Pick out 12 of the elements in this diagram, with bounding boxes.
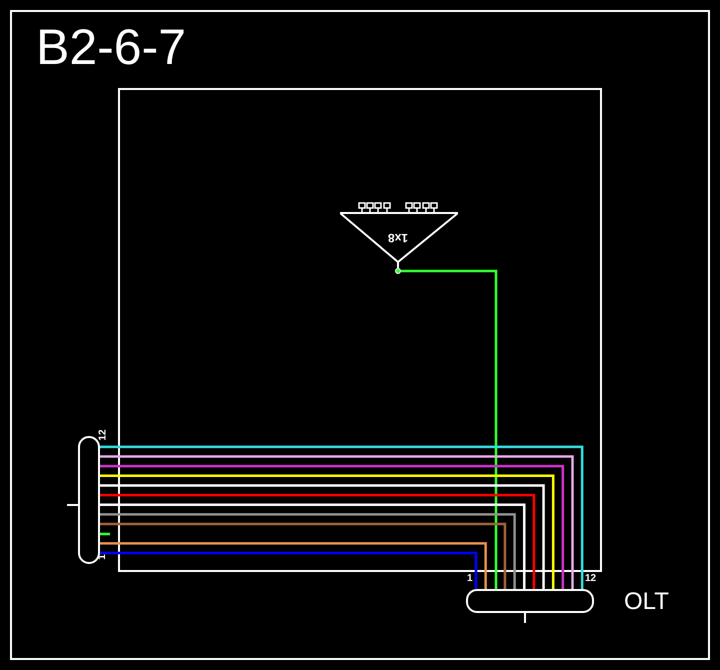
fiber-line	[100, 552, 478, 589]
pin-number: 12	[585, 574, 596, 584]
connector-bracket	[78, 436, 100, 564]
fiber-line	[401, 270, 498, 589]
fiber-line	[100, 532, 110, 536]
device-label: OLT	[624, 590, 669, 614]
pin-number: 1	[467, 574, 473, 584]
pin-number: 12	[98, 429, 109, 441]
diagram-title: B2-6-7	[36, 22, 186, 72]
enclosure-box	[118, 88, 602, 572]
fiber-line	[100, 542, 487, 589]
splitter-label: 1x8	[386, 231, 410, 245]
